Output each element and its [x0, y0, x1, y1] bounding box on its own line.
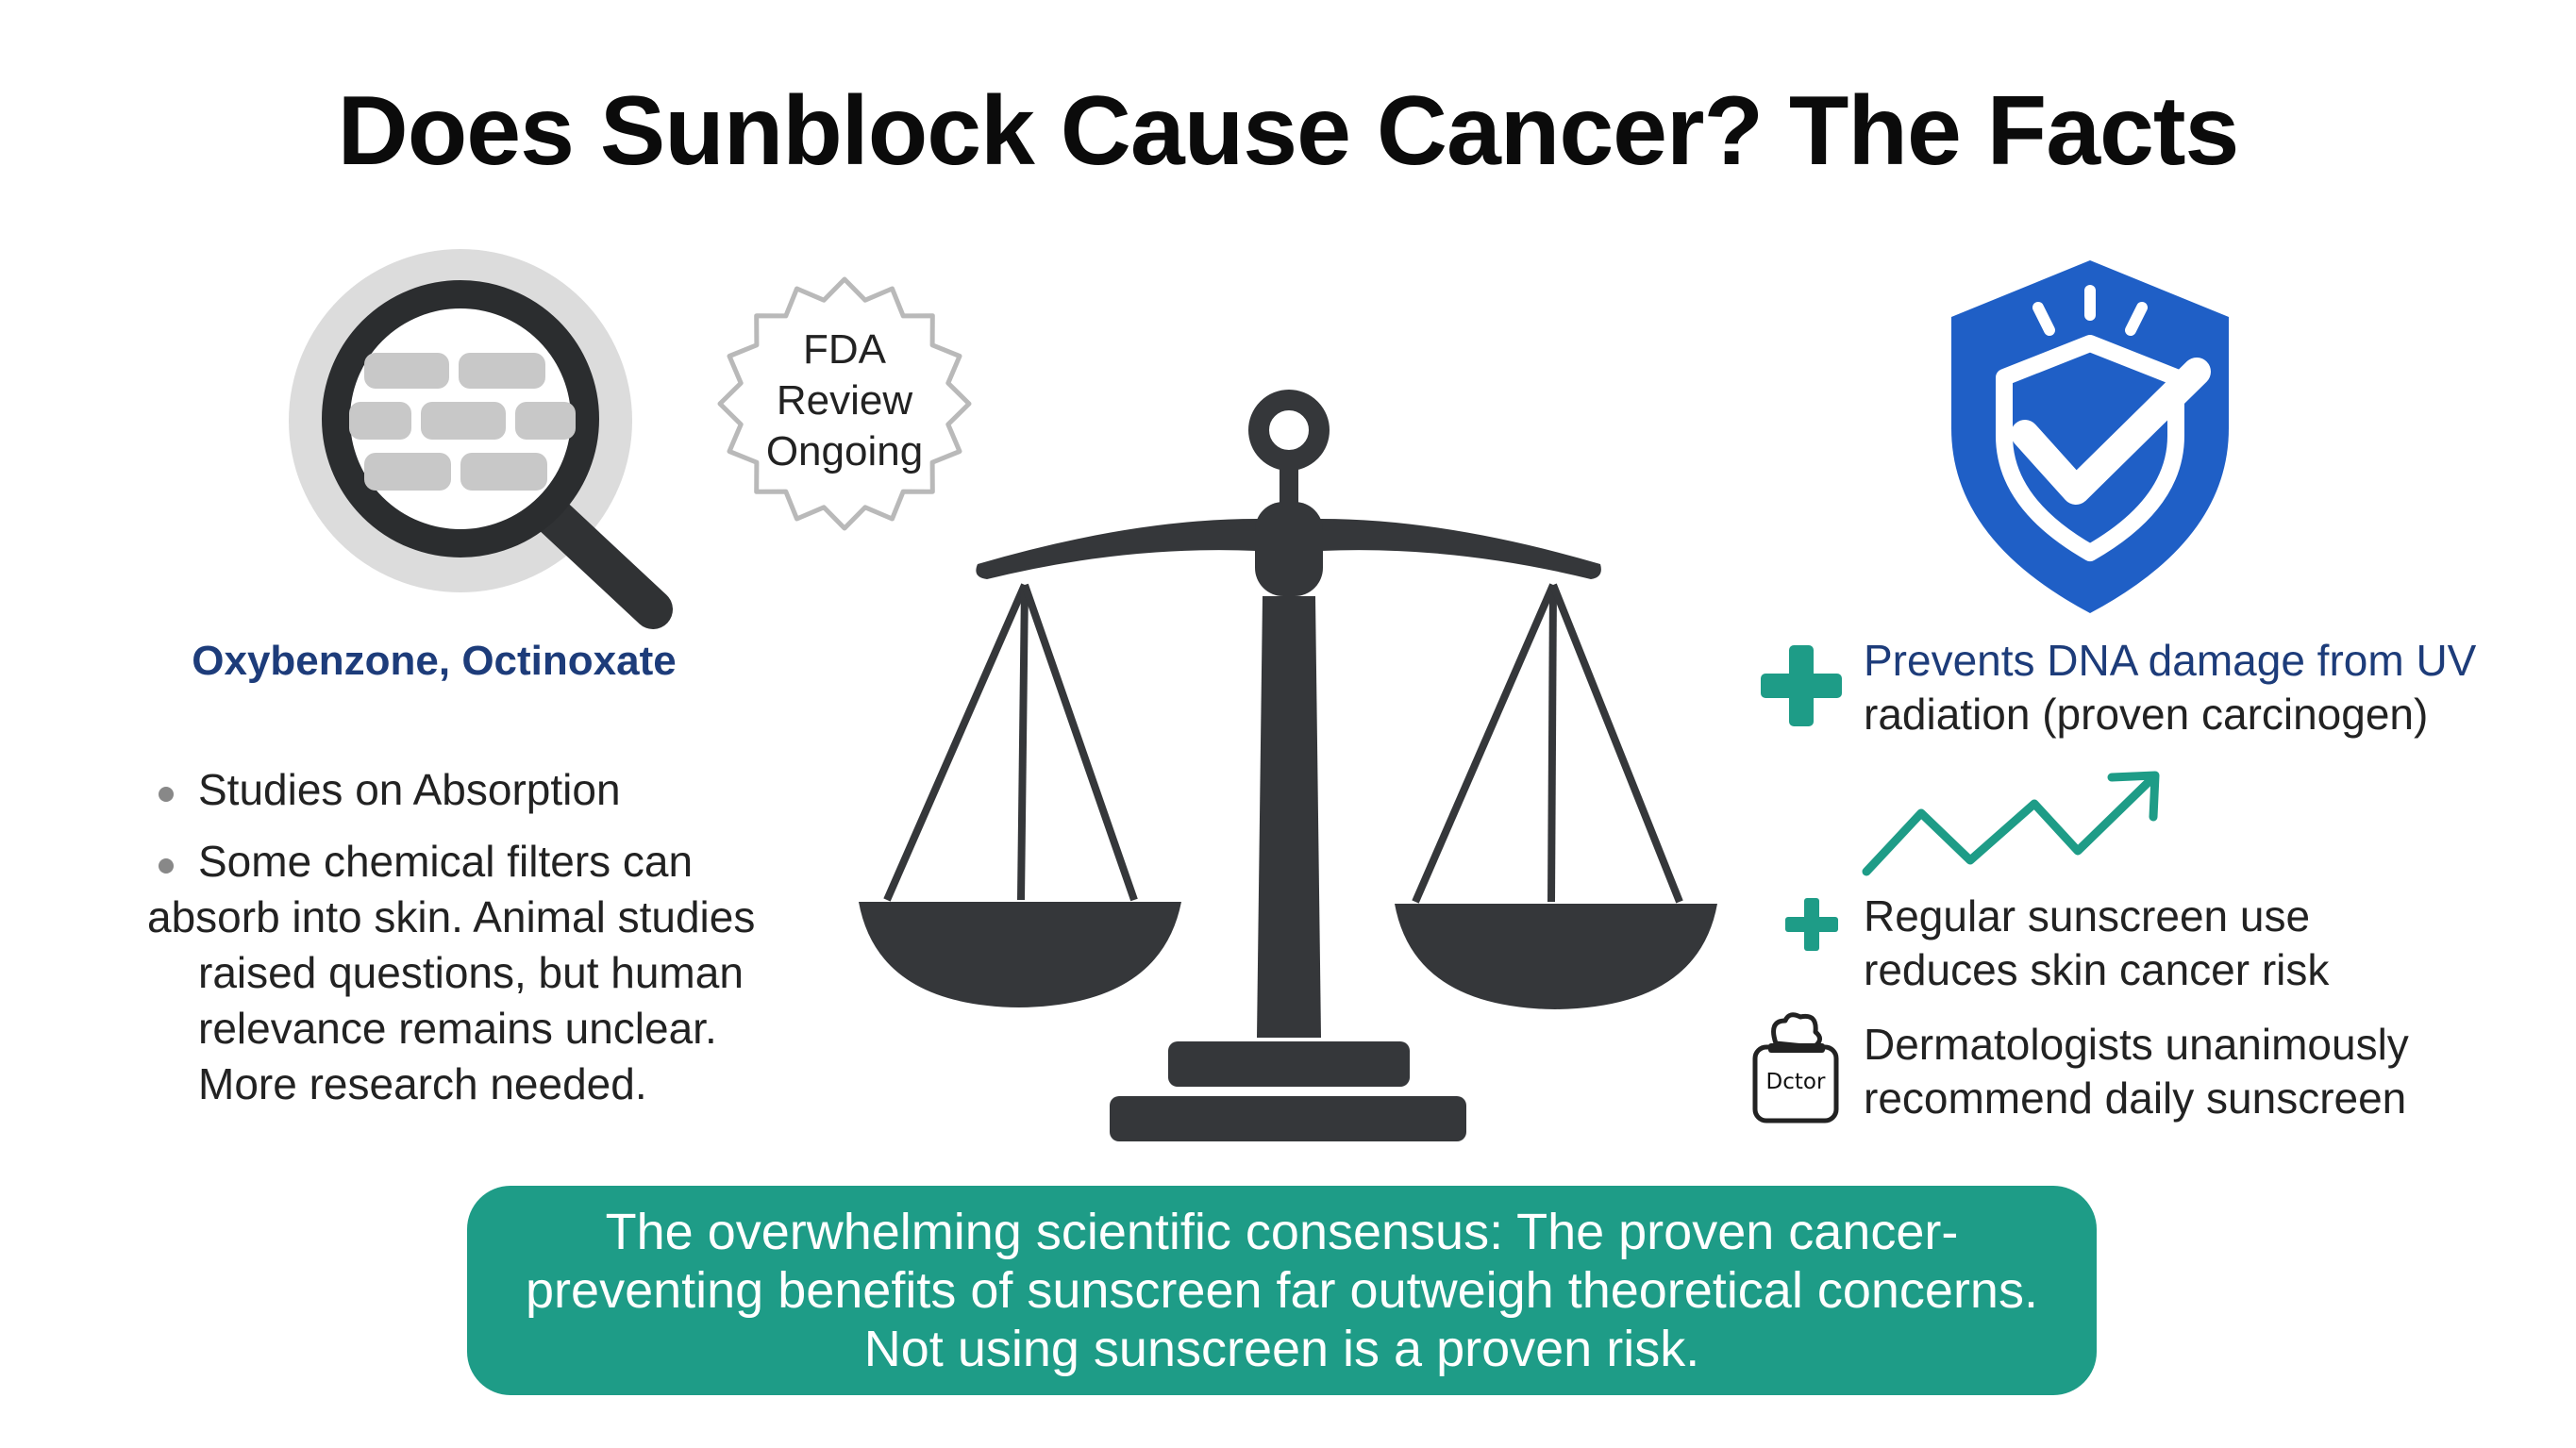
bullet-continuation-line: raised questions, but human: [198, 948, 744, 997]
benefit-item: Dermatologists unanimously recommend dai…: [1864, 1018, 2409, 1125]
starburst-badge-icon: [717, 276, 972, 531]
page-title: Does Sunblock Cause Cancer? The Facts: [337, 76, 2240, 186]
substances-label: Oxybenzone, Octinoxate: [192, 638, 677, 684]
benefit-line: reduces skin cancer risk: [1864, 945, 2330, 994]
benefit-line: recommend daily sunscreen: [1864, 1074, 2407, 1123]
bullet-continuation-line: relevance remains unclear.: [198, 1004, 717, 1053]
bullet-continuation-line: More research needed.: [198, 1059, 647, 1108]
trend-up-arrow-icon: [1862, 771, 2160, 876]
consensus-text: The overwhelming scientific consensus: T…: [526, 1204, 2038, 1377]
plus-icon: [1785, 898, 1838, 951]
badge-line: Ongoing: [765, 428, 924, 474]
bullet-continuation-line: absorb into skin. Animal studies: [147, 892, 756, 941]
doctor-icon: Dctor: [1748, 1011, 1842, 1124]
bullet-item: Studies on Absorption: [198, 765, 621, 814]
plus-icon: [1761, 645, 1842, 726]
badge-line: FDA: [803, 326, 886, 373]
consensus-banner: The overwhelming scientific consensus: T…: [467, 1186, 2097, 1395]
benefit-item: Regular sunscreen use reduces skin cance…: [1864, 890, 2329, 997]
bullet-item: Some chemical filters can: [198, 837, 694, 886]
balance-scale-icon: [859, 390, 1717, 1141]
benefit-line: Dermatologists unanimously: [1864, 1020, 2409, 1069]
doctor-icon-label: Dctor: [1765, 1070, 1826, 1094]
shield-check-icon: [1951, 260, 2229, 613]
magnifying-glass-icon: [289, 249, 673, 629]
fda-review-badge: FDA Review Ongoing: [712, 272, 977, 536]
benefit-line: Regular sunscreen use: [1864, 891, 2311, 940]
benefit-line: Prevents DNA damage from UV: [1864, 636, 2477, 685]
benefit-line: radiation (proven carcinogen): [1864, 690, 2429, 739]
badge-line: Review: [776, 377, 913, 424]
benefit-item: Prevents DNA damage from UV radiation (p…: [1864, 634, 2476, 741]
